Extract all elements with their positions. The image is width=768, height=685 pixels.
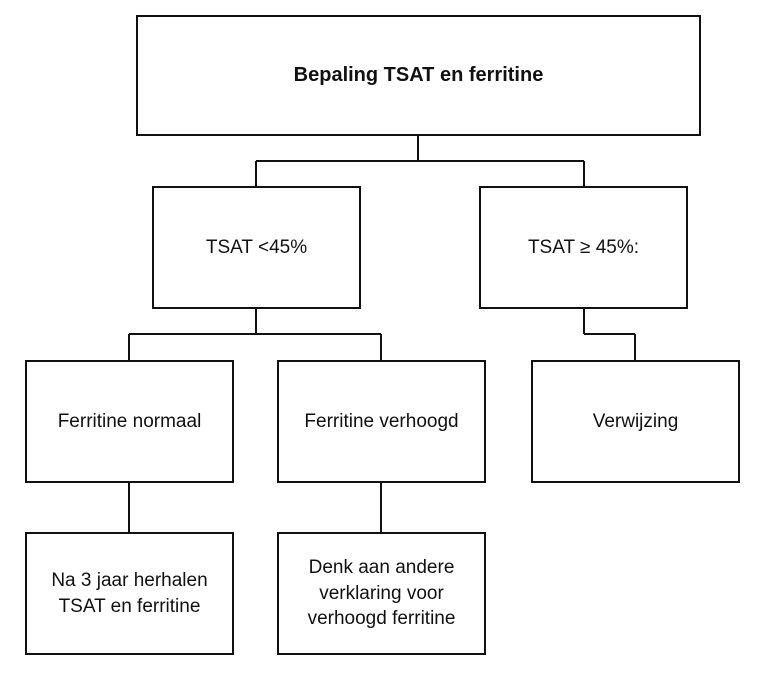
node-other-text: Denk aan andere verklaring voor verhoogd… [308,555,456,632]
node-repeat-text: Na 3 jaar herhalen TSAT en ferritine [51,568,207,619]
node-root-label: Bepaling TSAT en ferritine [293,64,544,86]
node-repeat-line-1: Na 3 jaar herhalen [51,569,208,591]
node-referral-label: Verwijzing [592,410,679,432]
node-repeat-after-3-years: Na 3 jaar herhalen TSAT en ferritine [25,532,234,655]
node-tsat-high-label: TSAT ≥ 45%: [527,236,640,258]
node-tsat-low-label: TSAT <45% [205,236,308,258]
node-other-explanation: Denk aan andere verklaring voor verhoogd… [277,532,486,655]
node-tsat-high: TSAT ≥ 45%: [479,186,688,309]
node-other-line-1: Denk aan andere [308,557,455,579]
node-other-line-3: verhoogd ferritine [307,608,456,630]
node-ferritine-normal-label: Ferritine normaal [57,410,202,432]
node-ferritine-high: Ferritine verhoogd [277,360,486,483]
node-tsat-low: TSAT <45% [152,186,361,309]
node-repeat-line-2: TSAT en ferritine [58,595,201,617]
node-ferritine-high-label: Ferritine verhoogd [304,410,459,432]
node-ferritine-normal: Ferritine normaal [25,360,234,483]
node-root-tsat-ferritine: Bepaling TSAT en ferritine [136,15,701,136]
node-other-line-2: verklaring voor [319,582,444,604]
node-referral: Verwijzing [531,360,740,483]
